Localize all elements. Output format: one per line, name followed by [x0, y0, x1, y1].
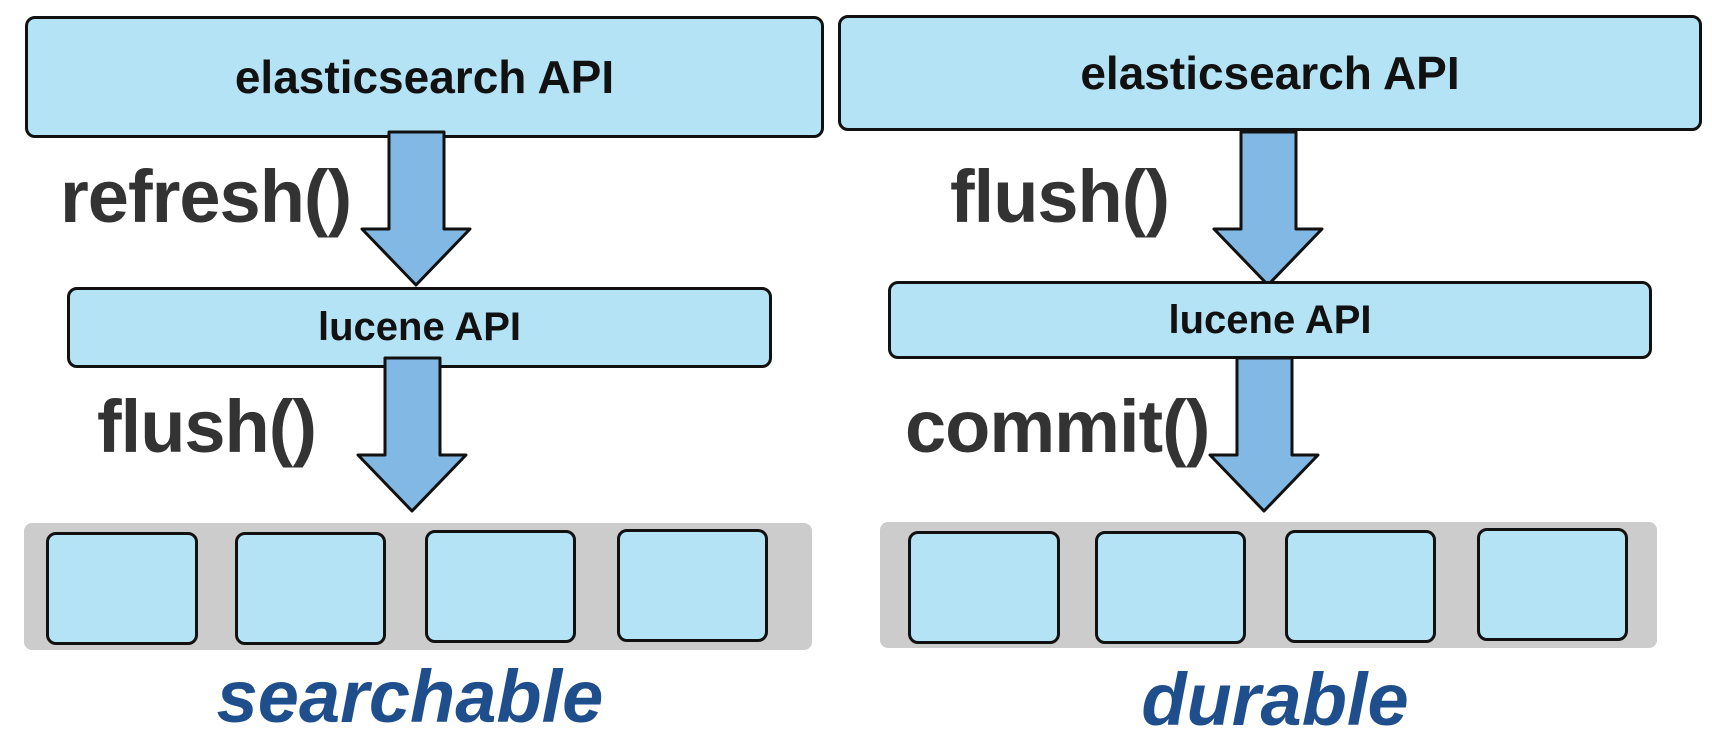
left-searchable-label: searchable	[216, 655, 604, 738]
down-arrow-icon	[1208, 356, 1320, 513]
right-commit-call-label: commit()	[905, 385, 1210, 468]
left-segment-tray	[24, 523, 812, 650]
left-lucene-api-label: lucene API	[317, 305, 522, 349]
right-segment-1	[908, 531, 1060, 644]
right-elasticsearch-api-box: elasticsearch API	[838, 15, 1702, 131]
right-lucene-api-box: lucene API	[888, 281, 1652, 359]
left-segment-4	[617, 529, 768, 642]
right-elasticsearch-api-label: elasticsearch API	[1080, 47, 1460, 99]
right-flush-call-label: flush()	[950, 155, 1170, 238]
left-segment-2	[235, 532, 386, 645]
left-flush-call-label: flush()	[97, 385, 317, 468]
left-elasticsearch-api-label: elasticsearch API	[234, 51, 615, 103]
left-elasticsearch-api-box: elasticsearch API	[25, 16, 824, 138]
down-arrow-icon	[1212, 130, 1324, 287]
left-lucene-api-box: lucene API	[67, 287, 772, 368]
down-arrow-icon	[360, 130, 472, 287]
down-arrow-icon	[356, 356, 468, 513]
left-segment-1	[46, 532, 198, 645]
right-segment-3	[1285, 530, 1436, 643]
right-segment-tray	[880, 522, 1657, 648]
right-durable-label: durable	[1141, 658, 1409, 741]
right-segment-2	[1095, 531, 1246, 644]
right-lucene-api-label: lucene API	[1168, 297, 1372, 342]
left-refresh-call-label: refresh()	[60, 155, 352, 238]
right-segment-4	[1477, 528, 1628, 641]
left-segment-3	[425, 530, 576, 643]
